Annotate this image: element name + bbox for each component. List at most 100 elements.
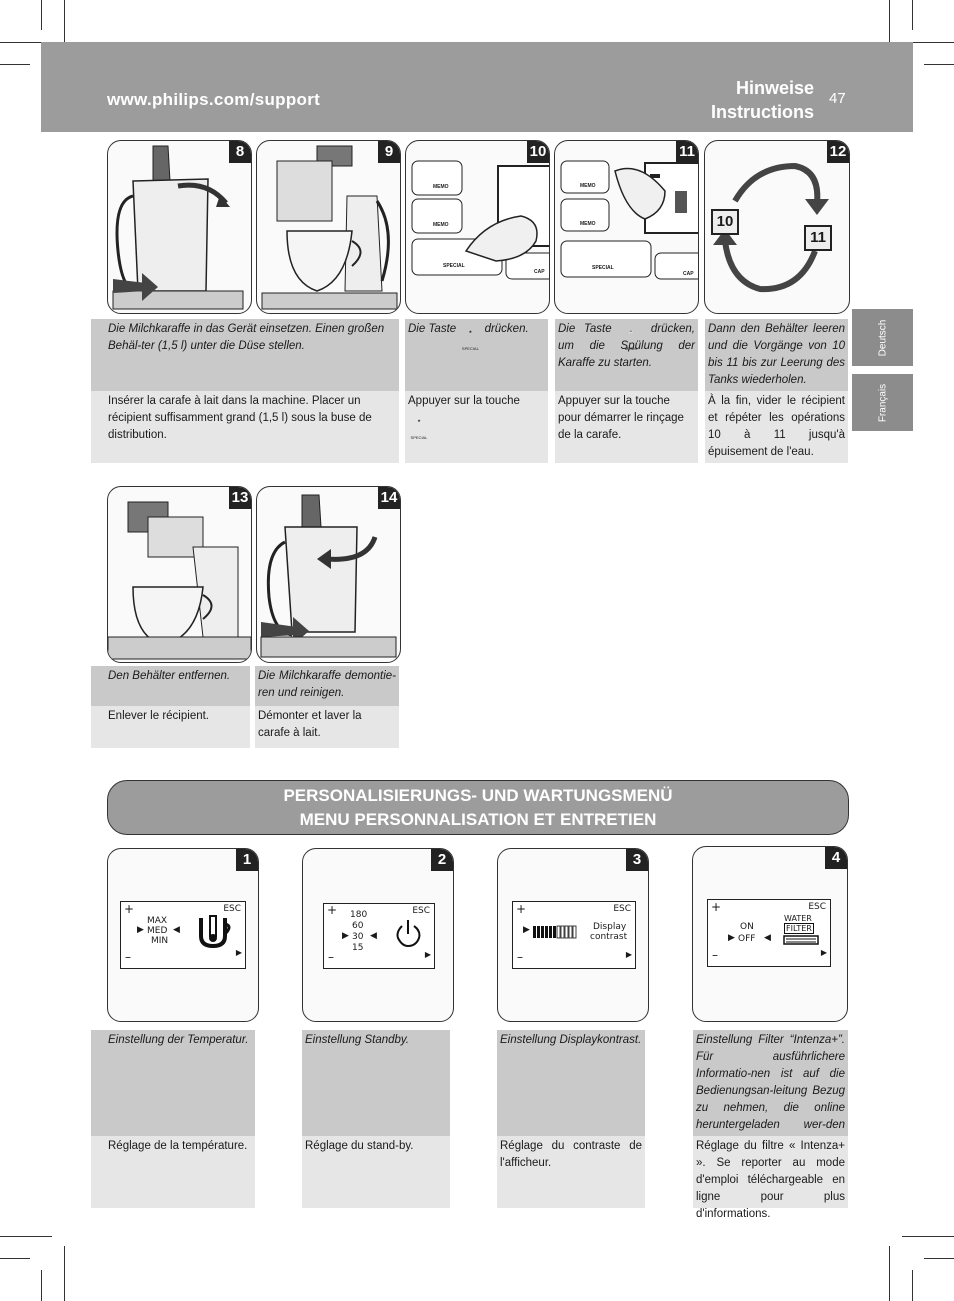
caption-de-menu-3: Einstellung Displaykontrast. <box>497 1030 645 1136</box>
crop-mark <box>912 1270 913 1301</box>
plus-label: + <box>711 900 722 914</box>
step-number-badge: 9 <box>378 141 400 163</box>
caption-fr-menu-2: Réglage du stand-by. <box>302 1136 450 1208</box>
minus-label: – <box>712 948 718 962</box>
section-title-de: PERSONALISIERUNGS- UND WARTUNGSMENÜ <box>283 786 673 805</box>
crop-mark <box>912 0 913 30</box>
press-special-button-drawing <box>411 160 549 280</box>
step-number-badge: 13 <box>229 487 251 509</box>
lcd-option: MAX <box>147 916 168 926</box>
menu-panel-4: 4 + – ESC ON OFF ▶ ◀ WATER FILTER ▶ <box>692 846 848 1022</box>
caption-de-menu-1: Einstellung der Temperatur. <box>91 1030 255 1136</box>
illustration-step-8: 8 <box>107 140 252 314</box>
lcd-text: contrast <box>590 932 628 942</box>
caption-de-step-13: Den Behälter entfernen. <box>91 666 250 706</box>
press-memo-button-drawing <box>560 160 698 280</box>
crop-mark <box>902 1236 954 1237</box>
plus-label: + <box>327 903 338 917</box>
menu-panel-2: 2 + – ESC 180 60 30 15 ▶ ◀ ▶ <box>302 848 454 1022</box>
caption-de-menu-2: Einstellung Standby. <box>302 1030 450 1136</box>
water-filter-icon <box>783 935 819 945</box>
illustration-step-14: 14 <box>256 486 401 663</box>
crop-mark <box>41 1270 42 1301</box>
section-banner: PERSONALISIERUNGS- UND WARTUNGSMENÜ MENU… <box>107 780 849 835</box>
crop-mark <box>0 1236 52 1237</box>
caption-de-step-11-b: drücken, um die Spülung der Karaffe zu s… <box>558 323 695 369</box>
crop-mark <box>64 1246 65 1301</box>
caption-fr-step-10-text: Appuyer sur la touche <box>408 395 520 407</box>
tab-deutsch[interactable]: Deutsch <box>852 309 913 366</box>
caption-fr-menu-1: Réglage de la température. <box>91 1136 255 1208</box>
crop-mark <box>64 0 65 60</box>
special-button-icon: ★SPECIAL <box>410 417 428 440</box>
lcd-display-filter: + – ESC ON OFF ▶ ◀ WATER FILTER ▶ <box>707 899 831 967</box>
crop-mark <box>889 1246 890 1301</box>
caption-de-step-10: Die Taste ★SPECIAL drücken. <box>405 319 548 391</box>
esc-label: ESC <box>808 902 826 912</box>
page-number: 47 <box>829 90 846 107</box>
step-number-badge: 4 <box>825 847 847 869</box>
step-number-badge: 14 <box>378 487 400 509</box>
lcd-option: 15 <box>352 943 364 953</box>
repeat-cycle-drawing <box>713 162 829 293</box>
select-arrow-icon: ▶ <box>342 931 349 941</box>
support-url[interactable]: www.philips.com/support <box>107 90 321 109</box>
caption-de-step-11: Die Taste ☕MEMO drücken, um die Spülung … <box>555 319 698 391</box>
next-arrow-icon: ▶ <box>424 950 431 959</box>
cup-dispense-drawing <box>261 145 398 310</box>
memo-label: MEMO <box>433 184 449 190</box>
tab-francais[interactable]: Français <box>852 374 913 431</box>
memo-label: MEMO <box>580 183 596 189</box>
illustration-step-13: 13 <box>107 486 252 663</box>
step-number-badge: 8 <box>229 141 251 163</box>
lcd-text: Display <box>593 922 627 932</box>
select-arrow-icon: ▶ <box>137 925 144 935</box>
plus-label: + <box>516 902 527 916</box>
step-number-badge: 1 <box>236 849 258 871</box>
step-number-badge: 3 <box>626 849 648 871</box>
cap-label: CAP <box>534 269 545 275</box>
filter-label: FILTER <box>784 923 814 934</box>
esc-label: ESC <box>613 904 631 914</box>
menu-panel-1: 1 + – ESC MAX MED MIN ▶ ◀ ▶ <box>107 848 259 1022</box>
illustration-step-12: 10 11 12 <box>704 140 850 314</box>
caption-de-menu-4: Einstellung Filter “Intenza+”. Für ausfü… <box>693 1030 848 1148</box>
esc-label: ESC <box>223 904 241 914</box>
step-number-badge: 12 <box>827 141 849 163</box>
caption-fr-step-14: Démonter et laver la carafe à lait. <box>255 706 399 748</box>
lcd-option-selected: 30 <box>352 932 364 942</box>
select-arrow-icon: ◀ <box>370 931 377 941</box>
caption-de-step-8: Die Milchkaraffe in das Gerät einsetzen.… <box>91 319 399 391</box>
select-arrow-icon: ▶ <box>728 933 735 943</box>
next-arrow-icon: ▶ <box>625 950 632 959</box>
remove-carafe-drawing <box>260 494 397 658</box>
page-header <box>41 42 913 132</box>
special-button-icon: ★SPECIAL <box>461 328 479 351</box>
select-arrow-icon: ◀ <box>173 925 180 935</box>
illustration-step-10: MEMO MEMO SPECIAL CAP 10 <box>405 140 550 314</box>
minus-label: – <box>517 950 523 964</box>
cycle-label-10: 10 <box>711 209 739 235</box>
lcd-option: 180 <box>350 910 368 920</box>
menu-panel-3: 3 + – ESC ▶ Display contrast ▶ <box>497 848 649 1022</box>
lcd-option-selected: MED <box>147 926 168 936</box>
lcd-display-contrast: + – ESC ▶ Display contrast ▶ <box>512 901 636 969</box>
caption-de-step-10-b: drücken. <box>484 323 529 335</box>
esc-label: ESC <box>412 906 430 916</box>
power-icon <box>396 920 421 948</box>
remove-container-drawing <box>108 501 251 660</box>
contrast-bar-icon <box>533 925 577 939</box>
caption-fr-step-13: Enlever le récipient. <box>91 706 250 748</box>
lcd-display-standby: + – ESC 180 60 30 15 ▶ ◀ ▶ <box>323 903 435 969</box>
crop-mark <box>0 1258 30 1259</box>
filter-label: WATER <box>784 914 812 923</box>
carafe-insert-drawing <box>112 145 244 310</box>
step-number-badge: 11 <box>676 141 698 163</box>
lcd-display-temperature: + – ESC MAX MED MIN ▶ ◀ ▶ <box>120 901 246 969</box>
lcd-option-selected: OFF <box>738 934 756 944</box>
illustration-step-9: 9 <box>256 140 401 314</box>
minus-label: – <box>125 950 131 964</box>
step-number-badge: 2 <box>431 849 453 871</box>
lcd-option: ON <box>740 922 754 932</box>
caption-fr-menu-4: Réglage du filtre « Intenza+ ». Se repor… <box>693 1136 848 1220</box>
